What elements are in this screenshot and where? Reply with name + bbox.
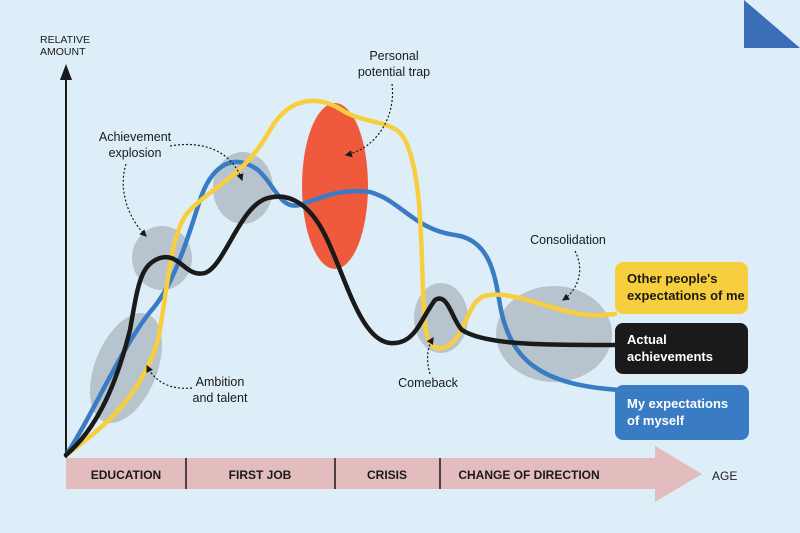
leader-ambition bbox=[146, 364, 193, 389]
phase-band-arrow bbox=[66, 446, 702, 502]
legend-other-expectations-line2: expectations of me bbox=[627, 288, 745, 303]
legend-my-expectations-line2: of myself bbox=[627, 413, 685, 428]
phase-change-of-direction-label: CHANGE OF DIRECTION bbox=[458, 468, 599, 482]
leader-achievement-left bbox=[122, 163, 147, 237]
phase-education-label: EDUCATION bbox=[91, 468, 161, 482]
legend-other-expectations-box bbox=[615, 262, 748, 314]
annotation-comeback: Comeback bbox=[398, 376, 458, 390]
curve-actual-achievements bbox=[63, 194, 623, 458]
annotation-personal-trap-line1: Personal bbox=[369, 49, 418, 63]
legend-actual-achievements-line2: achievements bbox=[627, 349, 713, 364]
y-axis-label-line1: RELATIVE bbox=[40, 34, 90, 46]
x-axis-label: AGE bbox=[712, 469, 737, 483]
legend-actual-achievements-box bbox=[615, 323, 748, 374]
curve-other-expectations bbox=[63, 98, 618, 458]
annotation-achievement-line2: explosion bbox=[109, 146, 162, 160]
annotation-personal-trap-line2: potential trap bbox=[358, 65, 430, 79]
legend-my-expectations-line1: My expectations bbox=[627, 396, 728, 411]
legend-other-expectations-line1: Other people's bbox=[627, 271, 718, 286]
highlight-consolidation bbox=[496, 286, 612, 382]
y-axis-arrow-icon bbox=[60, 64, 72, 80]
annotation-ambition-line2: and talent bbox=[193, 391, 248, 405]
legend-my-expectations-box bbox=[615, 385, 749, 440]
phase-crisis-label: CRISIS bbox=[367, 468, 407, 482]
annotation-achievement-line1: Achievement bbox=[99, 130, 172, 144]
corner-triangle-icon bbox=[744, 0, 800, 48]
legend-actual-achievements-line1: Actual bbox=[627, 332, 667, 347]
phase-first-job-label: FIRST JOB bbox=[229, 468, 292, 482]
y-axis-label-line2: AMOUNT bbox=[40, 46, 86, 58]
leader-consolidation bbox=[562, 250, 581, 301]
personal-trap-ellipse bbox=[302, 103, 368, 269]
leader-personal-trap bbox=[344, 83, 394, 158]
annotation-ambition-line1: Ambition bbox=[196, 375, 245, 389]
annotation-consolidation: Consolidation bbox=[530, 233, 606, 247]
